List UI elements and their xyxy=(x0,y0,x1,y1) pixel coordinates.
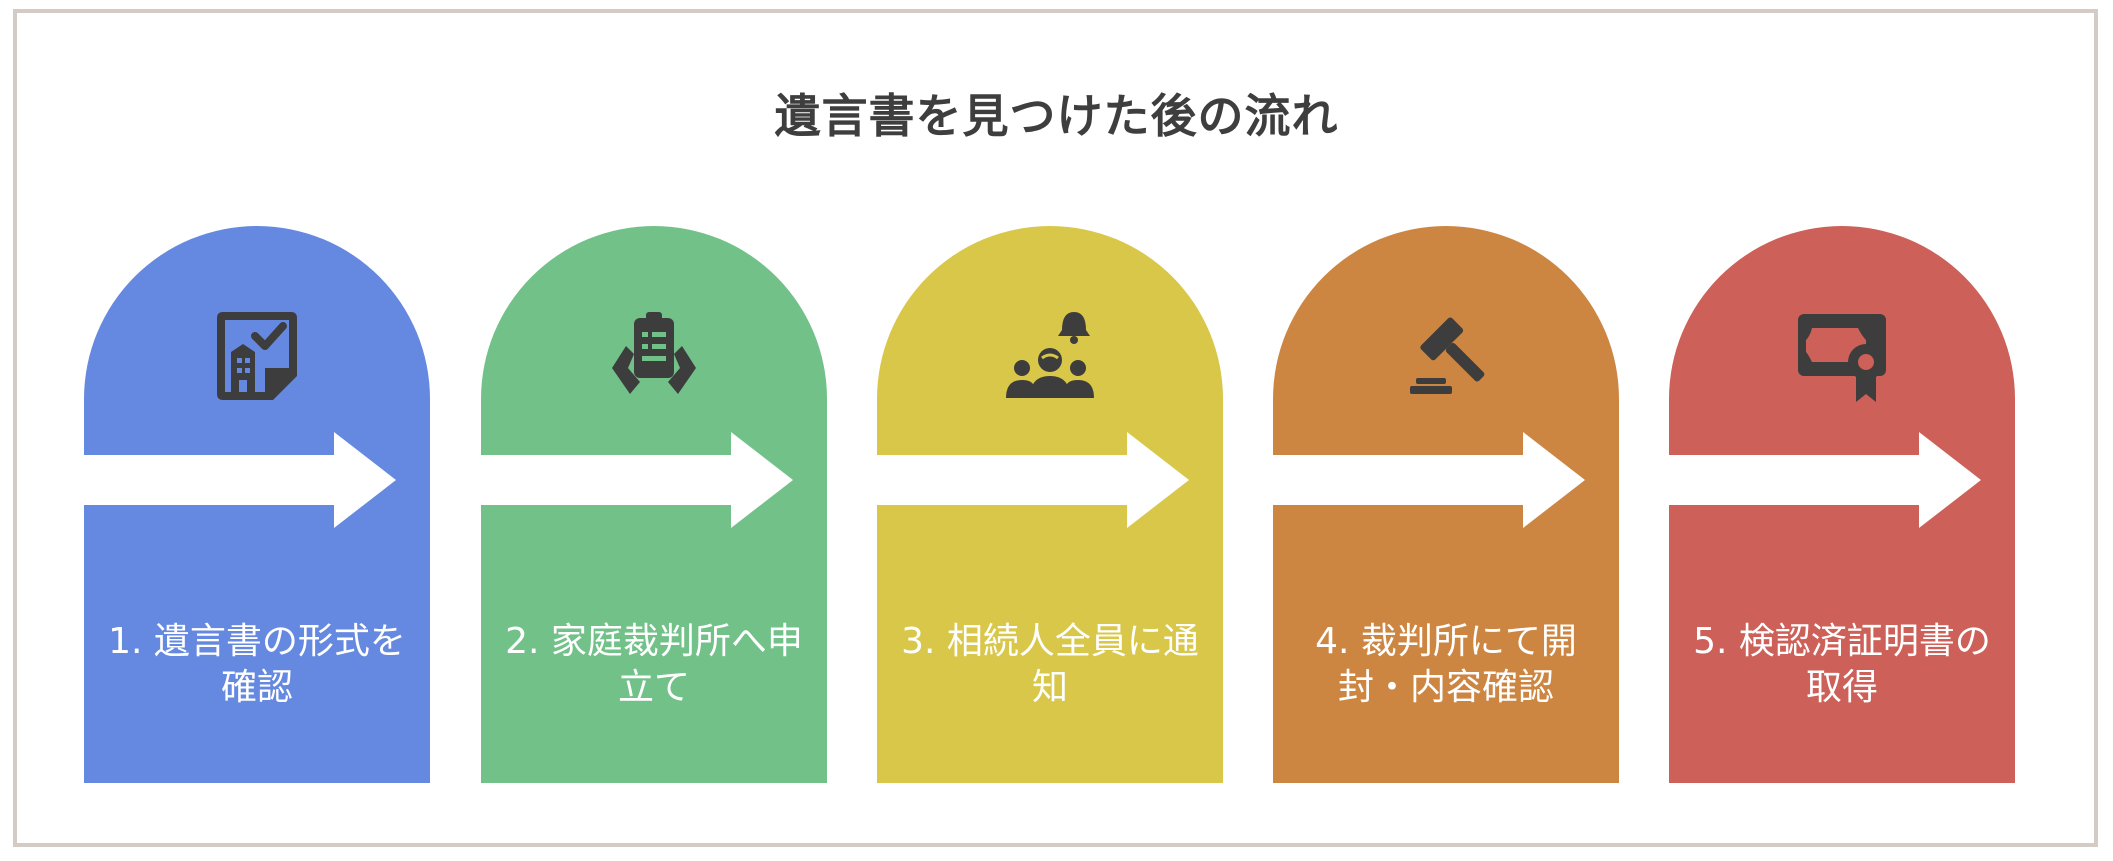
gavel-icon xyxy=(1396,306,1496,406)
step-3-arrow xyxy=(877,430,1189,530)
step-2-arrow xyxy=(481,430,793,530)
certificate-icon xyxy=(1792,306,1892,406)
step-4-label: 4. 裁判所にて開封・内容確認 xyxy=(1315,621,1577,708)
step-2-label: 2. 家庭裁判所へ申立て xyxy=(505,621,803,708)
step-4-arrow xyxy=(1273,430,1585,530)
step-1-label: 1. 遺言書の形式を確認 xyxy=(108,621,406,708)
step-5-label: 5. 検認済証明書の取得 xyxy=(1693,621,1991,708)
page-title: 遺言書を見つけた後の流れ xyxy=(774,89,1339,143)
step-3-label: 3. 相続人全員に通知 xyxy=(901,621,1199,708)
group-notification-icon xyxy=(1000,306,1100,406)
step-5-arrow xyxy=(1669,430,1981,530)
document-check-icon xyxy=(207,306,307,406)
clipboard-hands-icon xyxy=(604,306,704,406)
step-1-arrow xyxy=(84,430,396,530)
